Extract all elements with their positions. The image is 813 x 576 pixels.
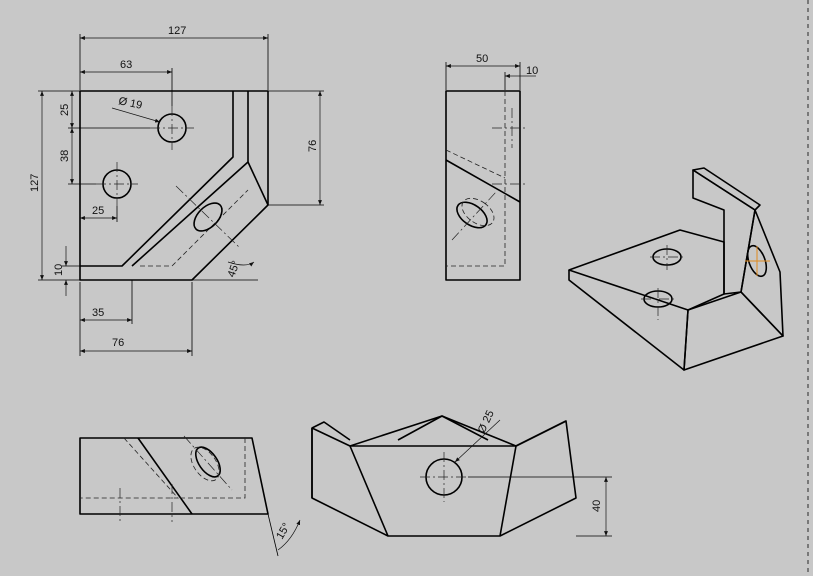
dim-45-text: 45°	[226, 259, 243, 279]
dim-38-text: 38	[59, 150, 71, 162]
dim-76-right-ext	[268, 90, 324, 206]
iso-centerline-3	[745, 246, 770, 276]
auxiliary-view: Ø 25 40	[311, 409, 612, 537]
dim-10-side-text: 10	[526, 65, 538, 77]
aux-outline	[311, 415, 577, 537]
bottom-view-slant	[137, 437, 193, 515]
dim-127-top-ext	[79, 34, 269, 90]
dim-40-text: 40	[591, 500, 603, 512]
isometric-view	[568, 167, 784, 371]
iso-wall-front	[692, 169, 756, 295]
dim-dia-19-text: Ø 19	[117, 95, 143, 112]
bottom-view-outline	[79, 437, 269, 515]
bottom-view-centerline-2	[183, 435, 233, 491]
bottom-view-hole	[194, 446, 222, 478]
side-view-outline	[445, 90, 521, 281]
iso-hole-3	[746, 244, 768, 278]
dim-76-bottom-text: 76	[112, 337, 124, 349]
dim-15-arc	[277, 519, 301, 551]
iso-corner	[683, 291, 784, 371]
leader-dia-25	[454, 419, 501, 463]
dim-45-arc	[227, 261, 255, 267]
aux-inner-left	[349, 445, 389, 537]
bottom-view-centerline-1	[119, 484, 173, 522]
iso-base-front	[568, 270, 689, 371]
dim-76-right-text: 76	[307, 140, 319, 152]
front-view-hidden-1	[140, 189, 249, 267]
front-view-outline	[79, 90, 269, 281]
iso-wall-top	[692, 167, 761, 211]
bottom-view-hole-hidden	[190, 446, 220, 482]
dim-35-ext	[79, 280, 133, 356]
side-view: 50 10	[445, 53, 538, 281]
front-view-centerline-3	[175, 185, 241, 249]
front-view-centerline-1	[150, 106, 194, 150]
side-view-centerline-1	[492, 108, 528, 148]
aux-centerline	[420, 452, 468, 502]
iso-centerline-1	[650, 245, 684, 270]
iso-wall-outer	[740, 209, 784, 337]
dim-dia-25-text: Ø 25	[476, 409, 497, 436]
side-view-slant	[445, 159, 521, 203]
aux-top-triangle	[397, 415, 489, 441]
iso-centerline-2	[641, 288, 676, 320]
dim-127-left-text: 127	[29, 174, 41, 192]
front-view-wall-inner	[80, 91, 234, 267]
front-view-wall-edge	[247, 161, 269, 206]
dim-25-left-text: 25	[92, 205, 104, 217]
dim-10-text: 10	[53, 264, 65, 276]
side-view-hole-hidden	[461, 197, 495, 227]
aux-inner-right	[499, 445, 517, 537]
dim-15-ext	[267, 513, 279, 557]
bottom-view-hidden	[80, 437, 246, 499]
side-view-hidden-slant	[445, 149, 506, 179]
side-view-hidden-vert	[446, 91, 506, 267]
side-view-hole	[456, 201, 488, 229]
side-view-centerline-3	[451, 191, 497, 241]
aux-top-edge	[311, 420, 567, 447]
dim-127-top-text: 127	[168, 25, 186, 37]
dim-50-text: 50	[476, 53, 488, 65]
front-view: 127 63 Ø 19 25 38 127 25 76 45°	[29, 25, 324, 356]
leader-dia-19	[111, 107, 161, 123]
dim-35-text: 35	[92, 307, 104, 319]
dim-25-top-text: 25	[59, 104, 71, 116]
bottom-view: 15°	[79, 435, 301, 557]
dim-127-left-ext	[38, 90, 80, 281]
front-view-centerline-2	[96, 162, 138, 206]
dim-63-text: 63	[120, 59, 132, 71]
